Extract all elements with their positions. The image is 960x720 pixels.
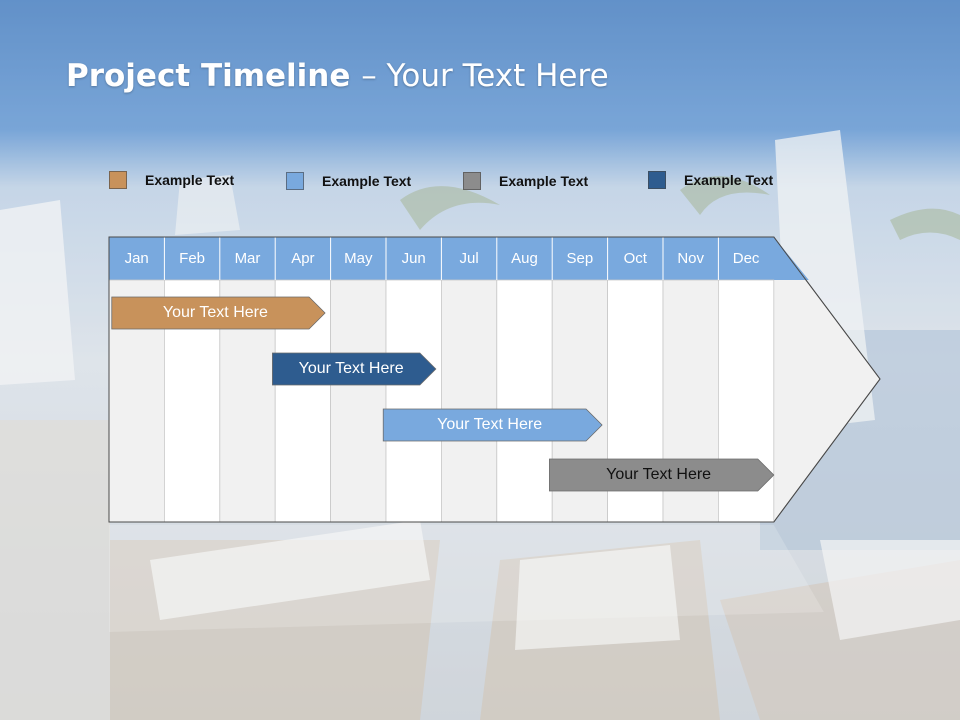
month-column [385,279,442,523]
month-label: Aug [511,250,538,267]
timeline-outline [108,236,881,523]
month-column [330,279,387,523]
task-label: Your Text Here [298,360,404,377]
timeline-reflection [109,525,824,632]
legend-label: Example Text [684,172,774,188]
month-label: Jan [124,250,149,267]
month-label: Jun [401,250,426,267]
task-bar [111,296,326,330]
title-bold: Project Timeline [66,58,351,94]
month-label: Feb [179,250,206,267]
task-bar [549,458,775,492]
task-bar [272,352,437,386]
month-label: Dec [732,250,760,267]
legend-item: Example Text [463,172,588,190]
legend-item: Example Text [286,172,411,190]
month-label: May [344,250,373,267]
task-label: Your Text Here [606,466,712,483]
month-label: Apr [291,250,315,267]
task-bar [382,408,603,442]
legend-label: Example Text [145,172,235,188]
month-column [440,279,498,523]
month-column [496,279,553,523]
legend-swatch [286,172,304,190]
legend-swatch [648,171,666,189]
month-label: Jul [459,250,479,267]
title-rest: – Your Text Here [361,58,609,94]
month-header-band [109,237,809,280]
legend-swatch [109,171,127,189]
legend-label: Example Text [322,173,412,189]
task-label: Your Text Here [162,304,268,321]
month-label: Mar [234,250,261,267]
month-label: Nov [677,250,705,267]
month-label: Sep [566,250,594,267]
legend-item: Example Text [648,171,773,189]
page-title: Project Timeline – Your Text Here [66,58,609,94]
legend-item: Example Text [109,171,234,189]
task-label: Your Text Here [437,416,543,433]
legend-swatch [463,172,481,190]
month-label: Oct [623,250,647,267]
legend-label: Example Text [499,173,589,189]
